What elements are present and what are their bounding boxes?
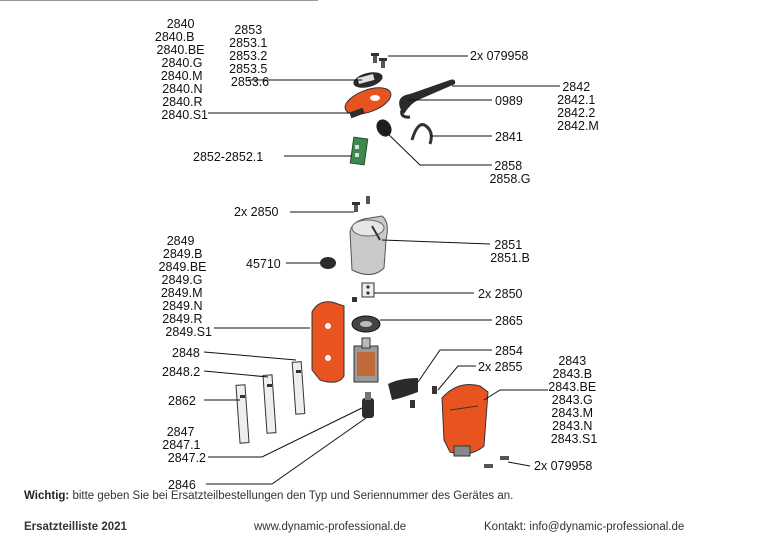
label-2849-6: 2849.R xyxy=(162,312,202,326)
label-screws-2855: 2x 2855 xyxy=(478,360,523,374)
footer-website-link[interactable]: www.dynamic-professional.de xyxy=(254,521,407,533)
label-2842-2: 2842.2 xyxy=(557,106,595,120)
leader-lines xyxy=(203,55,560,485)
order-note-bold: Wichtig: xyxy=(24,490,70,502)
label-group-2842: 2842 2842.1 2842.2 2842.M xyxy=(557,80,599,133)
order-note-text: bitte geben Sie bei Ersatzteilbestellung… xyxy=(69,490,514,502)
label-2853-1: 2853.1 xyxy=(229,36,267,50)
label-screws-2850-b: 2x 2850 xyxy=(478,287,523,301)
label-screws-2850-a: 2x 2850 xyxy=(234,205,279,219)
coupling-part xyxy=(362,392,374,418)
label-2865: 2865 xyxy=(495,314,523,328)
label-2849-7: 2849.S1 xyxy=(165,325,212,339)
label-2843-0: 2843 xyxy=(558,354,586,368)
label-2852: 2852-2852.1 xyxy=(193,150,263,164)
label-2853-0: 2853 xyxy=(234,23,262,37)
label-2847-2: 2847.2 xyxy=(168,451,206,465)
top-rule xyxy=(0,0,318,1)
label-2853-2: 2853.2 xyxy=(229,49,267,63)
label-2840-1: 2840.B xyxy=(155,30,195,44)
label-2840-5: 2840.N xyxy=(162,82,202,96)
label-2840-3: 2840.G xyxy=(162,56,203,70)
cable-hook-part xyxy=(399,79,456,119)
screw-2850-upper xyxy=(352,196,370,212)
label-2862: 2862 xyxy=(168,394,196,408)
label-2843-3: 2843.G xyxy=(552,393,593,407)
brush-holder-parts xyxy=(235,361,306,444)
label-2843-1: 2843.B xyxy=(552,367,592,381)
pcb-part xyxy=(349,136,369,166)
label-group-2851: 2851 2851.B xyxy=(490,238,530,265)
label-group-2853: 2853 2853.1 2853.2 2853.5 2853.6 xyxy=(229,23,271,89)
label-2858-0: 2858 xyxy=(494,159,522,173)
label-2846: 2846 xyxy=(168,478,196,492)
label-45710: 45710 xyxy=(246,257,281,271)
wire-clip-part xyxy=(410,123,433,145)
label-2848: 2848 xyxy=(172,346,200,360)
grey-housing-part xyxy=(349,215,388,275)
label-group-2840: 2840 2840.B 2840.BE 2840.G 2840.M 2840.N… xyxy=(155,17,208,122)
label-group-2858: 2858 2858.G xyxy=(489,159,530,186)
label-2847-1: 2847.1 xyxy=(162,438,200,452)
label-2853-3: 2853.5 xyxy=(229,62,267,76)
label-2849-3: 2849.G xyxy=(162,273,203,287)
label-2849-0: 2849 xyxy=(167,234,195,248)
label-2851-0: 2851 xyxy=(494,238,522,252)
gear-part xyxy=(351,315,381,333)
order-note: Wichtig: bitte geben Sie bei Ersatzteilb… xyxy=(24,490,513,502)
label-0989: 0989 xyxy=(495,94,523,108)
label-2842-1: 2842.1 xyxy=(557,93,595,107)
label-2842-3: 2842.M xyxy=(557,119,599,133)
switch-cover-part xyxy=(353,72,383,88)
clip-part xyxy=(388,378,418,400)
label-2841: 2841 xyxy=(495,130,523,144)
seal-ring-part xyxy=(320,257,336,269)
label-2843-5: 2843.N xyxy=(552,419,592,433)
label-2840-0: 2840 xyxy=(167,17,195,31)
footer-title: Ersatzteilliste 2021 xyxy=(24,521,127,533)
label-2848-2: 2848.2 xyxy=(162,365,200,379)
label-group-2843: 2843 2843.B 2843.BE 2843.G 2843.M 2843.N… xyxy=(548,354,599,446)
lower-housing-part xyxy=(441,384,489,457)
label-2858-1: 2858.G xyxy=(489,172,530,186)
label-group-2849: 2849 2849.B 2849.BE 2849.G 2849.M 2849.N… xyxy=(159,234,212,339)
label-group-2847: 2847 2847.1 2847.2 xyxy=(162,425,206,465)
label-2847-0: 2847 xyxy=(167,425,195,439)
label-2851-1: 2851.B xyxy=(490,251,530,265)
label-2853-4: 2853.6 xyxy=(231,75,269,89)
screw-pair-top xyxy=(371,53,387,68)
label-2840-6: 2840.R xyxy=(162,95,202,109)
label-2840-2: 2840.BE xyxy=(157,43,205,57)
motor-part xyxy=(353,337,379,383)
label-screws-top: 2x 079958 xyxy=(470,49,528,63)
label-2842-0: 2842 xyxy=(562,80,590,94)
label-2849-1: 2849.B xyxy=(163,247,203,261)
label-2849-5: 2849.N xyxy=(162,299,202,313)
motor-housing-half-part xyxy=(311,301,345,383)
label-2843-6: 2843.S1 xyxy=(551,432,598,446)
screw-2855-part xyxy=(410,400,415,408)
label-2840-7: 2840.S1 xyxy=(161,108,208,122)
mount-plate-part xyxy=(352,282,375,302)
label-2843-4: 2843.M xyxy=(551,406,593,420)
label-2840-4: 2840.M xyxy=(161,69,203,83)
footer-contact[interactable]: Kontakt: info@dynamic-professional.de xyxy=(484,521,685,533)
screw-2855-part-b xyxy=(432,386,437,394)
label-screws-bottom: 2x 079958 xyxy=(534,459,592,473)
button-part xyxy=(376,119,392,137)
handle-top-part xyxy=(344,87,392,119)
label-2849-4: 2849.M xyxy=(161,286,203,300)
label-2854: 2854 xyxy=(495,344,523,358)
screw-pair-bottom xyxy=(484,456,509,468)
label-2843-2: 2843.BE xyxy=(548,380,596,394)
label-2849-2: 2849.BE xyxy=(159,260,207,274)
part-number-labels: 2840 2840.B 2840.BE 2840.G 2840.M 2840.N… xyxy=(155,17,599,492)
